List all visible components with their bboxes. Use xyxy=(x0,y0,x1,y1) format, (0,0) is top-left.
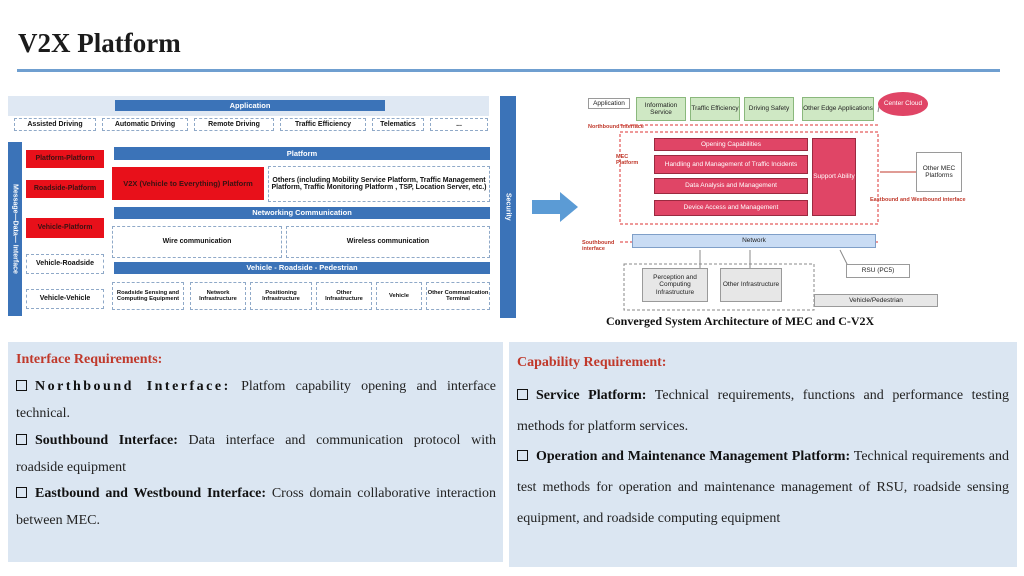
network-bar: Network xyxy=(632,234,876,248)
right-arrow-icon xyxy=(532,192,578,222)
perception-box: Perception and Computing Infrastructure xyxy=(642,268,708,302)
application-bar: Application xyxy=(115,100,385,111)
app-item: ... xyxy=(430,118,488,131)
eastwest-label: Eastbound and Westbound interface xyxy=(870,197,966,203)
other-mec-box: Other MEC Platforms xyxy=(916,152,962,192)
interface-item: Southbound Interface: Data interface and… xyxy=(16,433,496,475)
app-item: Assisted Driving xyxy=(14,118,96,131)
app-item: Remote Driving xyxy=(194,118,274,131)
page-title: V2X Platform xyxy=(18,28,181,58)
vehicle-platform-box: Vehicle-Platform xyxy=(26,218,104,238)
v2x-architecture-diagram: Application Assisted Driving Automatic D… xyxy=(8,96,516,318)
application-label: Application xyxy=(588,98,630,109)
title-divider xyxy=(17,69,1000,72)
bottom-item: Other Infrastructure xyxy=(316,282,372,310)
capability-box: Opening Capabilities xyxy=(654,138,808,151)
interface-requirements-heading: Interface Requirements: xyxy=(16,352,163,367)
center-cloud-icon: Center Cloud xyxy=(878,92,928,116)
bottom-item: Positioning Infrastructure xyxy=(250,282,312,310)
message-data-interface-bar: Message—Data— Interface xyxy=(8,142,22,316)
checkbox-icon xyxy=(16,434,27,445)
capability-box: Data Analysis and Management xyxy=(654,178,808,194)
interface-item: Northbound Interface: Platfom capability… xyxy=(16,379,496,421)
capability-box: Handling and Management of Traffic Incid… xyxy=(654,155,808,174)
checkbox-icon xyxy=(16,487,27,498)
app-item: Traffic Efficiency xyxy=(280,118,366,131)
top-app-box: Other Edge Applications xyxy=(802,97,874,121)
vehicle-pedestrian-box: Vehicle/Pedestrian xyxy=(814,294,938,307)
security-bar: Security xyxy=(500,96,516,318)
mec-platform-label: MEC Platform xyxy=(616,154,639,167)
checkbox-icon xyxy=(517,389,528,400)
platform-platform-box: Platform-Platform xyxy=(26,150,104,168)
top-app-box: Traffic Efficiency xyxy=(690,97,740,121)
networking-bar: Networking Communication xyxy=(114,207,490,219)
bottom-item: Other Communication Terminal xyxy=(426,282,490,310)
northbound-label: Northbound interface xyxy=(588,124,644,130)
roadside-platform-box: Roadside-Platform xyxy=(26,180,104,198)
interface-item: Eastbound and Westbound Interface: Cross… xyxy=(16,486,497,528)
capability-box: Device Access and Management xyxy=(654,200,808,216)
capability-item: Operation and Maintenance Management Pla… xyxy=(517,449,1009,526)
top-app-box: Information Service xyxy=(636,97,686,121)
bottom-item: Roadside Sensing and Computing Equipment xyxy=(112,282,184,310)
capability-item: Service Platform: Technical requirements… xyxy=(517,388,1010,434)
capability-requirement-heading: Capability Requirement: xyxy=(517,355,667,370)
v2x-platform-box: V2X (Vehicle to Everything) Platform xyxy=(112,167,264,200)
top-app-box: Driving Safety xyxy=(744,97,794,121)
vehicle-vehicle-box: Vehicle-Vehicle xyxy=(26,289,104,309)
diagram-caption: Converged System Architecture of MEC and… xyxy=(606,314,875,328)
southbound-label: Southbound interface xyxy=(582,240,615,253)
rsu-box: RSU (PC5) xyxy=(846,264,910,278)
wire-communication-box: Wire communication xyxy=(112,226,282,258)
app-item: Automatic Driving xyxy=(102,118,188,131)
wireless-communication-box: Wireless communication xyxy=(286,226,490,258)
others-platform-box: Others (including Mobility Service Platf… xyxy=(268,166,490,202)
checkbox-icon xyxy=(517,450,528,461)
interface-requirements-panel: Interface Requirements: Northbound Inter… xyxy=(8,342,503,562)
vehicle-roadside-box: Vehicle-Roadside xyxy=(26,254,104,274)
other-infra-box: Other Infrastructure xyxy=(720,268,782,302)
mec-architecture-diagram: Application Information Service Traffic … xyxy=(580,92,1000,312)
vehicle-roadside-pedestrian-bar: Vehicle - Roadside - Pedestrian xyxy=(114,262,490,274)
capability-requirement-panel: Capability Requirement: Service Platform… xyxy=(509,342,1017,567)
bottom-item: Network Infrastructure xyxy=(190,282,246,310)
checkbox-icon xyxy=(16,380,27,391)
app-item: Telematics xyxy=(372,118,424,131)
support-ability-box: Support Ability xyxy=(812,138,856,216)
bottom-item: Vehicle xyxy=(376,282,422,310)
platform-bar: Platform xyxy=(114,147,490,160)
